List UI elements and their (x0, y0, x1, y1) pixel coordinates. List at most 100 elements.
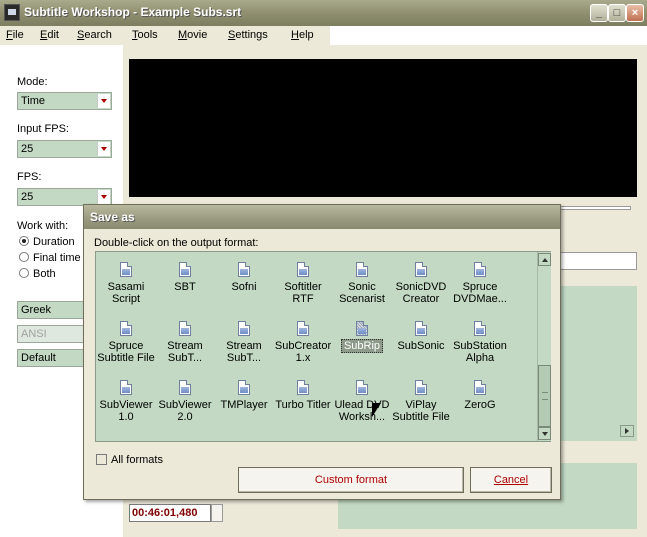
chevron-down-icon[interactable] (97, 94, 110, 108)
mouse-pointer-icon (372, 403, 381, 417)
scroll-down-arrow-icon[interactable] (538, 427, 551, 440)
format-item[interactable]: SubViewer 2.0 (155, 380, 215, 423)
scroll-up-arrow-icon[interactable] (538, 253, 551, 266)
app-icon[interactable] (4, 4, 20, 21)
style-select[interactable]: Default (17, 349, 87, 367)
scrollbar-thumb[interactable] (538, 365, 551, 427)
file-icon (415, 380, 427, 395)
radio-label: Duration (33, 236, 75, 248)
format-label: Spruce Subtitle File (97, 340, 155, 364)
menu-help[interactable]: Help (291, 29, 314, 41)
all-formats-checkbox[interactable]: All formats (96, 454, 163, 466)
custom-format-button[interactable]: Custom format (238, 467, 464, 493)
format-item[interactable]: Ulead DVD Worksh... (332, 380, 392, 423)
chevron-down-icon[interactable] (97, 190, 110, 204)
format-list[interactable]: Sasami Script SBT Sofni Softitler RTF So… (95, 251, 551, 442)
format-item[interactable]: SubViewer 1.0 (96, 380, 156, 423)
mode-select[interactable]: Time (17, 92, 112, 110)
format-item[interactable]: SBT (155, 262, 215, 293)
encoding-select[interactable]: ANSI (17, 325, 87, 343)
file-icon (297, 380, 309, 395)
format-label: Sonic Scenarist (339, 281, 385, 305)
subtitle-grid-area[interactable] (555, 286, 637, 441)
input-fps-select[interactable]: 25 (17, 140, 112, 158)
format-item[interactable]: TMPlayer (214, 380, 274, 411)
format-label: SubCreator 1.x (274, 340, 332, 364)
menu-settings[interactable]: Settings (228, 29, 268, 41)
radio-duration[interactable]: Duration (19, 236, 75, 248)
file-icon (474, 321, 486, 336)
format-item[interactable]: Turbo Titler (273, 380, 333, 411)
format-label: Ulead DVD Worksh... (334, 399, 390, 423)
radio-final-time[interactable]: Final time (19, 252, 81, 264)
charset-select[interactable]: Greek (17, 301, 87, 319)
format-item[interactable]: Softitler RTF (273, 262, 333, 305)
mode-value: Time (21, 95, 46, 107)
format-label: ViPlay Subtitle File (392, 399, 450, 423)
format-item[interactable]: Stream SubT... (214, 321, 274, 364)
menu-file[interactable]: File (6, 29, 24, 41)
format-label: Stream SubT... (226, 340, 262, 364)
format-item[interactable]: ZeroG (450, 380, 510, 411)
time-input[interactable]: 00:46:01,480 (129, 504, 211, 522)
format-item-selected[interactable]: SubRip (332, 321, 392, 353)
menu-edit[interactable]: Edit (40, 29, 59, 41)
format-item[interactable]: Sofni (214, 262, 274, 293)
menu-search[interactable]: Search (77, 29, 112, 41)
radio-checked-icon[interactable] (19, 236, 29, 246)
subtitle-line-field[interactable] (555, 252, 637, 270)
minimize-button[interactable]: _ (590, 4, 608, 22)
format-label: SubViewer 1.0 (99, 399, 153, 423)
file-icon (238, 262, 250, 277)
chevron-down-icon[interactable] (97, 142, 110, 156)
input-fps-value: 25 (21, 143, 34, 155)
format-item[interactable]: Spruce Subtitle File (96, 321, 156, 364)
format-item[interactable]: ViPlay Subtitle File (391, 380, 451, 423)
file-icon (238, 321, 250, 336)
format-item[interactable]: SubStation Alpha (450, 321, 510, 364)
main-titlebar: Subtitle Workshop - Example Subs.srt _ □… (0, 0, 647, 26)
format-item[interactable]: Stream SubT... (155, 321, 215, 364)
format-item[interactable]: Spruce DVDMae... (450, 262, 510, 305)
time-spinner[interactable] (211, 504, 223, 522)
save-as-dialog: Save as Double-click on the output forma… (83, 204, 561, 500)
file-icon (356, 380, 368, 395)
work-with-label: Work with: (17, 220, 69, 232)
file-icon (297, 262, 309, 277)
video-preview[interactable] (129, 59, 637, 197)
file-icon (238, 380, 250, 395)
format-label: Sasami Script (107, 281, 145, 305)
format-item[interactable]: SubCreator 1.x (273, 321, 333, 364)
format-list-scrollbar[interactable] (537, 252, 551, 441)
radio-label: Final time (33, 252, 81, 264)
format-item[interactable]: Sonic Scenarist (332, 262, 392, 305)
format-item[interactable]: SonicDVD Creator (391, 262, 451, 305)
file-icon (415, 321, 427, 336)
file-icon (179, 321, 191, 336)
file-icon (120, 380, 132, 395)
format-label: SBT (174, 281, 196, 293)
scroll-right-arrow-icon[interactable] (620, 425, 634, 437)
file-icon (415, 262, 427, 277)
file-icon (179, 262, 191, 277)
fps-label: FPS: (17, 171, 42, 183)
format-label: SubSonic (397, 340, 445, 352)
close-button[interactable]: × (626, 4, 644, 22)
dialog-title: Save as (90, 210, 135, 224)
maximize-button[interactable]: □ (608, 4, 626, 22)
fps-select[interactable]: 25 (17, 188, 112, 206)
file-icon (179, 380, 191, 395)
menu-tools[interactable]: Tools (132, 29, 158, 41)
format-item[interactable]: Sasami Script (96, 262, 156, 305)
cancel-button[interactable]: Cancel (470, 467, 552, 493)
radio-both[interactable]: Both (19, 268, 56, 280)
input-fps-label: Input FPS: (17, 123, 69, 135)
file-icon (356, 262, 368, 277)
radio-unchecked-icon[interactable] (19, 252, 29, 262)
checkbox-unchecked-icon[interactable] (96, 454, 107, 465)
format-item[interactable]: SubSonic (391, 321, 451, 352)
format-label: SubViewer 2.0 (158, 399, 212, 423)
radio-unchecked-icon[interactable] (19, 268, 29, 278)
menu-movie[interactable]: Movie (178, 29, 208, 41)
file-icon (297, 321, 309, 336)
